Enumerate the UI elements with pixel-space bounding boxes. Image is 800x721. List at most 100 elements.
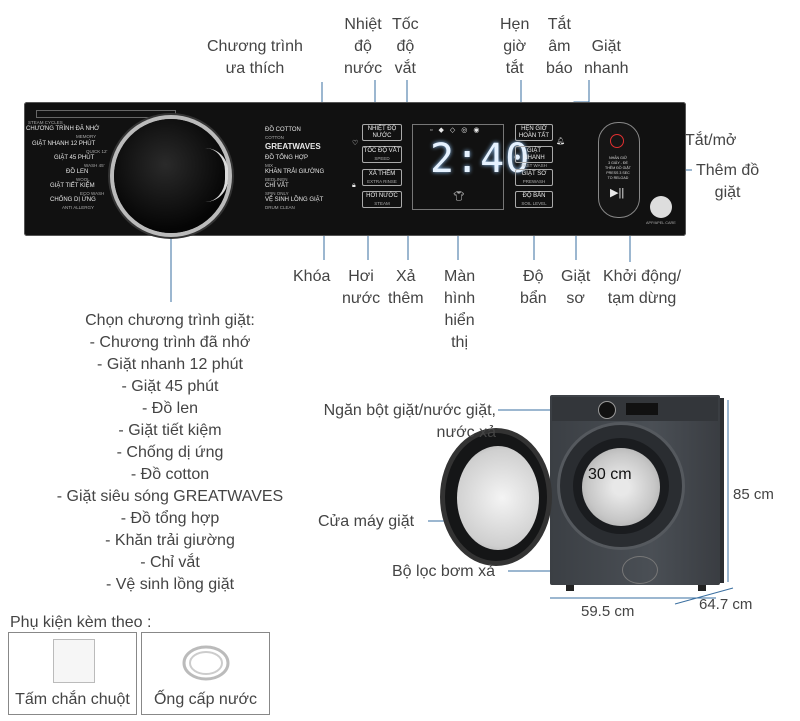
washer-foot [566,585,574,591]
label-line: Hơi [348,268,374,285]
prewash-button-sublabel: PREWASH [522,179,546,184]
display-frame [412,124,504,210]
label-line: ưa thích [225,60,285,77]
appcare-logo [650,196,672,218]
filter-cover [622,556,658,584]
program-list-item: - Giặt siêu sóng GREATWAVES [56,488,284,505]
soil-button-label: ĐỘ BẨN [522,193,546,199]
program-label: GIẶT NHANH 12 PHÚT [32,141,96,147]
water-hose-image [182,645,230,681]
label-dry: Giặt sơ [561,266,590,310]
program-label: COTTON [265,135,284,140]
dial-glow [205,148,228,202]
label-quick: Giặt nhanh [584,36,629,80]
speed-button-sublabel: SPEED [374,156,390,161]
label-line: độ [396,38,415,55]
program-label: STEAM CYCLES [28,120,63,125]
program-list-item: - Đồ cotton [130,466,210,483]
program-list-item: - Giặt nhanh 12 phút [97,356,243,373]
label-mute: Tắt âm báo [546,14,573,80]
mute-icon: 🔔︎ [556,138,565,145]
accessory-label: Ống cấp nước [153,691,258,708]
label-line: nước [344,60,383,77]
program-label: CHƯƠNG TRÌNH ĐÃ NHỚ [26,126,100,132]
soil-button-sublabel: SOIL LEVEL [521,201,547,206]
accessory-label: Tấm chắn chuột [15,691,130,708]
label-line: Khởi động/ [603,268,682,285]
label-line: Tốc [392,16,419,33]
program-label: SPIN ONLY [265,191,289,196]
dim-depth: 64.7 cm [699,596,753,613]
label-add: Thêm đồ giặt [696,160,759,204]
rinse-button[interactable]: XẢ THÊM EXTRA RINSE [362,169,402,186]
label-soil: Độ bẩn [520,266,547,310]
steam-button[interactable]: HƠI NƯỚC STEAM [362,191,402,208]
program-label: KHĂN TRẢI GIƯỜNG [265,169,325,175]
program-label: GIẶT 45 PHÚT [54,155,95,161]
label-line: sơ [566,290,585,307]
program-list-item: - Giặt 45 phút [121,378,219,395]
greatwaves-logo: GREATWAVES [265,142,321,151]
label-line: Thêm đồ [696,162,760,179]
timer-button[interactable]: HẸN GIỜ HOÀN TẤT [515,124,553,141]
program-list-title: Chọn chương trình giặt: [85,312,255,329]
label-line: Tắt [547,16,571,33]
program-label: ANTI ALLERGY [62,205,95,210]
lock-icon: 🔒︎ [352,182,356,189]
shirt-icon: 👕︎ [453,191,465,201]
quick-button-label: GIẶT NHANH [523,148,545,161]
drum [582,448,660,526]
washer-foot [698,585,706,591]
steam-button-label: HƠI NƯỚC [366,193,398,199]
label-line: giờ [503,38,527,55]
label-line: nước xả [436,424,496,441]
power-button[interactable] [610,134,624,148]
program-list-item: - Vệ sinh lồng giặt [105,576,235,593]
quick-button[interactable]: GIẶT NHANH FAST WASH [515,146,553,168]
label-line: Chương trình [207,38,303,55]
status-icons: ▫◆◇◎◉ [430,127,486,134]
label-door: Cửa máy giặt [318,513,415,530]
start-note-line: THÊM ĐỒ GIẶT [605,166,631,170]
speed-button[interactable]: TỐC ĐỘ VẮT SPEED [362,146,402,163]
start-note-line: 3 GIÂY - ĐỂ [608,161,628,165]
program-list-item: - Giặt tiết kiệm [118,422,222,439]
label-speed: Tốc độ vắt [392,14,419,80]
program-label: ĐỒ COTTON [265,127,301,133]
label-display: Màn hình hiển thị [444,266,475,354]
label-line: tắt [505,60,524,77]
program-label: WOOL [76,177,90,182]
label-line: Giặt [591,38,621,55]
label-line: nước [342,290,381,307]
prewash-button[interactable]: GIẶT SƠ PREWASH [515,169,553,186]
program-label: ECO WASH [80,191,105,196]
label-line: Màn [444,268,476,285]
temp-button[interactable]: NHIỆT ĐỘ NƯỚC [362,124,402,141]
dim-door: 30 cm [588,466,632,483]
program-label: DRUM CLEAN [265,205,295,210]
program-list-item: - Chương trình đã nhớ [89,334,251,351]
washer-display [626,403,658,415]
label-line: Ngăn bột giặt/nước giặt, [323,402,496,419]
label-line: thị [451,334,469,351]
prewash-button-label: GIẶT SƠ [521,171,547,177]
soil-button[interactable]: ĐỘ BẨN SOIL LEVEL [515,191,553,208]
appcare-label: APP/APEL CARE [646,221,676,225]
label-line: Độ [523,268,544,285]
label-lock: Khóa [293,268,331,285]
accessory-card [141,632,270,715]
heart-icon: ♡ [352,140,359,147]
start-note-line: TO RELOAD [607,176,629,180]
label-steam: Hơi nước [342,266,380,310]
label-line: Xả [396,268,416,285]
program-label: BEDLINEN [265,177,288,182]
label-favorite: Chương trình ưa thích [207,36,303,80]
mouse-guard-image [53,639,95,683]
start-pause-button[interactable]: ▶|| [610,187,625,199]
label-timer: Hẹn giờ tắt [500,14,529,80]
program-label: ĐỒ TỔNG HỢP [265,155,309,161]
dim-height: 85 cm [733,486,774,503]
program-list-item: - Đồ tổng hợp [120,510,220,527]
quick-button-sublabel: FAST WASH [521,163,547,168]
accessories-title: Phụ kiện kèm theo : [10,614,152,631]
